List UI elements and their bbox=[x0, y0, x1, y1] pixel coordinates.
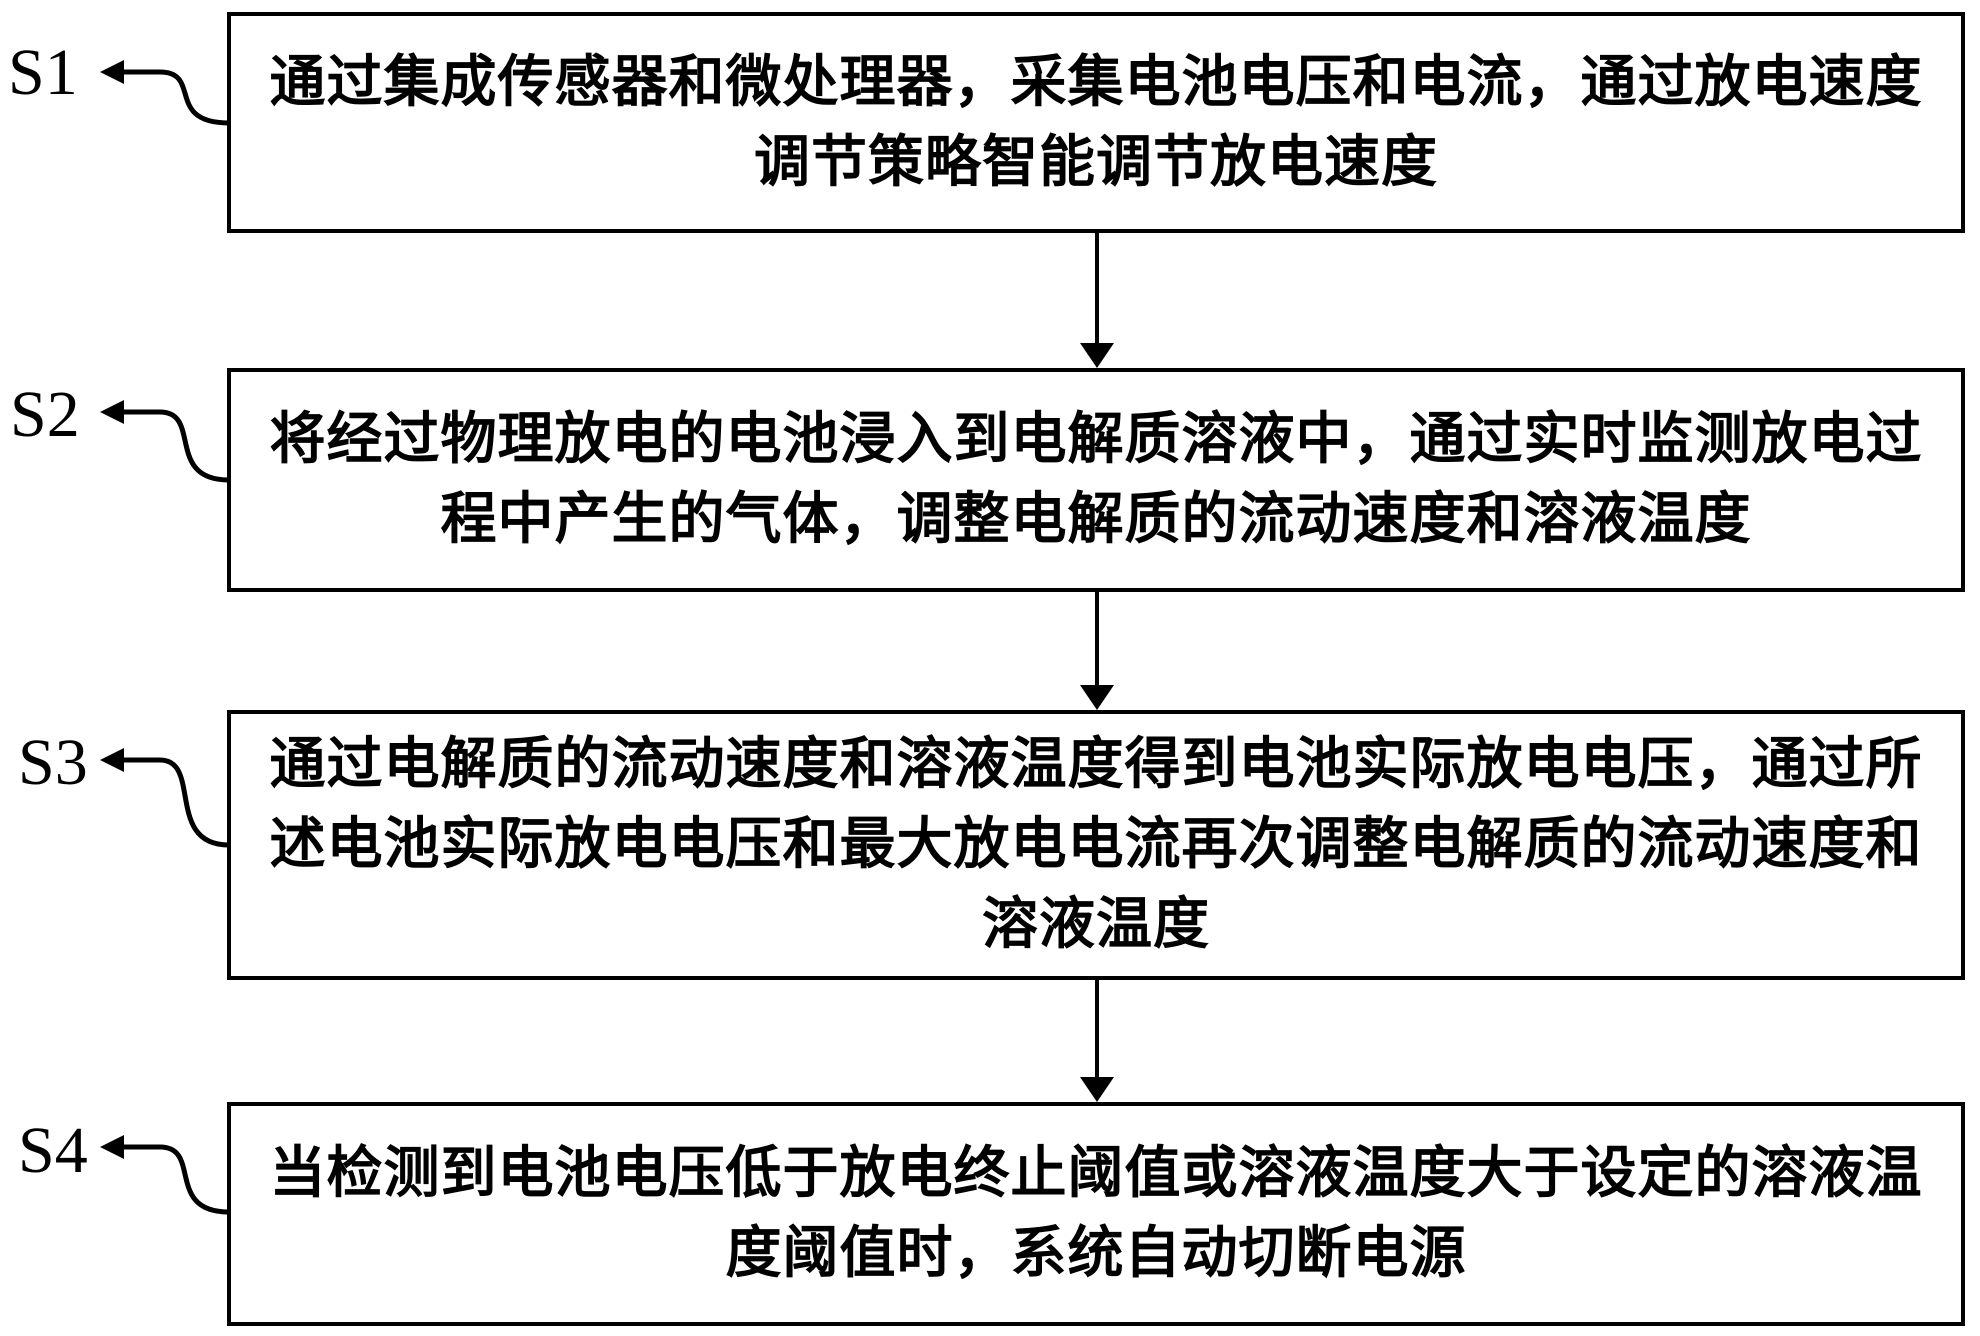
connector-arrow-line-1 bbox=[1095, 233, 1099, 345]
step-s3-text-line: 溶液温度 bbox=[982, 892, 1210, 957]
step-label-s2: S2 bbox=[10, 378, 80, 451]
step-s1-text-line: 调节策略智能调节放电速度 bbox=[754, 129, 1438, 195]
step-label-s3: S3 bbox=[18, 726, 88, 799]
leader-arrow-s3 bbox=[100, 748, 230, 848]
leader-arrow-s1 bbox=[100, 60, 230, 126]
step-s4-text-line: 度阈值时，系统自动切断电源 bbox=[725, 1221, 1467, 1286]
connector-arrow-head-3 bbox=[1080, 1077, 1114, 1102]
connector-arrow-head-2 bbox=[1080, 685, 1114, 710]
step-s1-text-line: 通过集成传感器和微处理器，采集电池电压和电流，通过放电速度 bbox=[269, 49, 1923, 115]
leader-arrow-s4 bbox=[100, 1135, 230, 1215]
connector-arrow-line-3 bbox=[1095, 980, 1099, 1079]
step-s2-text-line: 程中产生的气体，调整电解质的流动速度和溶液温度 bbox=[440, 487, 1752, 552]
step-box-s1: 通过集成传感器和微处理器，采集电池电压和电流，通过放电速度 调节策略智能调节放电… bbox=[227, 12, 1965, 233]
step-s2-text-line: 将经过物理放电的电池浸入到电解质溶液中，通过实时监测放电过 bbox=[269, 407, 1923, 472]
step-label-s4: S4 bbox=[18, 1114, 88, 1187]
step-box-s3: 通过电解质的流动速度和溶液温度得到电池实际放电电压，通过所 述电池实际放电电压和… bbox=[227, 710, 1965, 980]
step-label-s1: S1 bbox=[8, 36, 78, 109]
step-s4-text-line: 当检测到电池电压低于放电终止阈值或溶液温度大于设定的溶液温 bbox=[269, 1141, 1923, 1206]
leader-arrow-s2 bbox=[100, 400, 230, 483]
step-box-s2: 将经过物理放电的电池浸入到电解质溶液中，通过实时监测放电过 程中产生的气体，调整… bbox=[227, 368, 1965, 592]
connector-arrow-line-2 bbox=[1095, 592, 1099, 687]
connector-arrow-head-1 bbox=[1080, 343, 1114, 368]
step-s3-text-line: 通过电解质的流动速度和溶液温度得到电池实际放电电压，通过所 bbox=[269, 732, 1923, 797]
step-s3-text-line: 述电池实际放电电压和最大放电电流再次调整电解质的流动速度和 bbox=[269, 812, 1923, 877]
step-box-s4: 当检测到电池电压低于放电终止阈值或溶液温度大于设定的溶液温 度阈值时，系统自动切… bbox=[227, 1102, 1965, 1326]
